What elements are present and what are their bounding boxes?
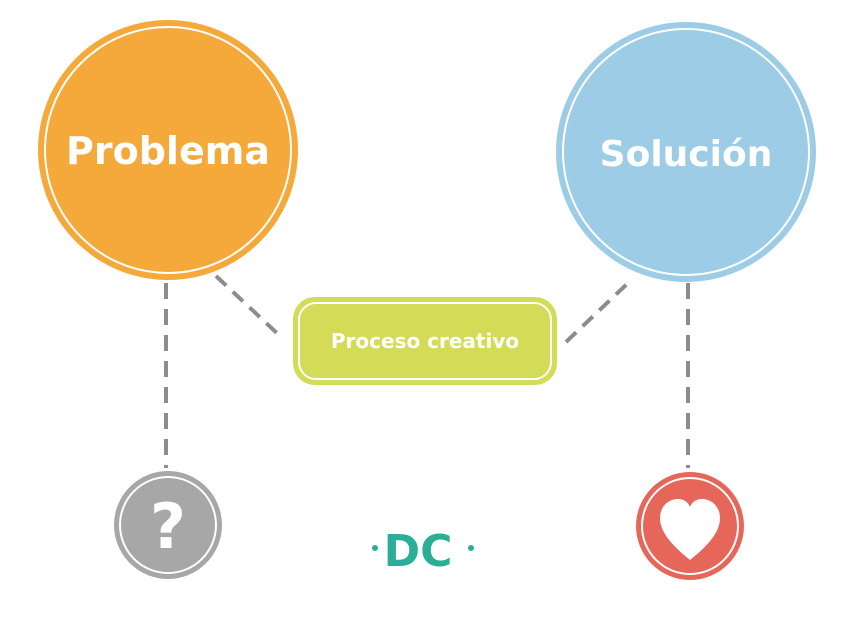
connectors	[164, 274, 690, 468]
solution-label: Solución	[600, 134, 773, 175]
logo-dot-left	[372, 545, 378, 551]
connector-problem-process	[214, 274, 282, 338]
question-mark-icon: ?	[150, 490, 186, 563]
process-node: Proceso creativo	[293, 297, 557, 385]
problem-label: Problema	[66, 129, 270, 173]
problem-circle	[38, 20, 298, 280]
question-node: ?	[114, 471, 222, 579]
logo-dot-right	[468, 545, 474, 551]
heart-circle-inner-ring	[641, 477, 739, 575]
solution-circle	[556, 22, 816, 282]
solution-node: Solución	[556, 22, 816, 282]
process-label: Proceso creativo	[331, 329, 519, 353]
connector-process-solution	[564, 281, 630, 344]
problem-node: Problema	[38, 20, 298, 280]
dc-logo: DC	[372, 526, 474, 577]
process-box	[293, 297, 557, 385]
question-circle-inner-ring	[119, 476, 217, 574]
question-circle	[114, 471, 222, 579]
problem-circle-inner-ring	[44, 26, 292, 274]
process-box-inner-border	[298, 302, 552, 380]
heart-node	[636, 472, 744, 580]
logo-text: DC	[384, 526, 453, 577]
solution-circle-inner-ring	[562, 28, 810, 276]
heart-icon	[660, 499, 720, 560]
